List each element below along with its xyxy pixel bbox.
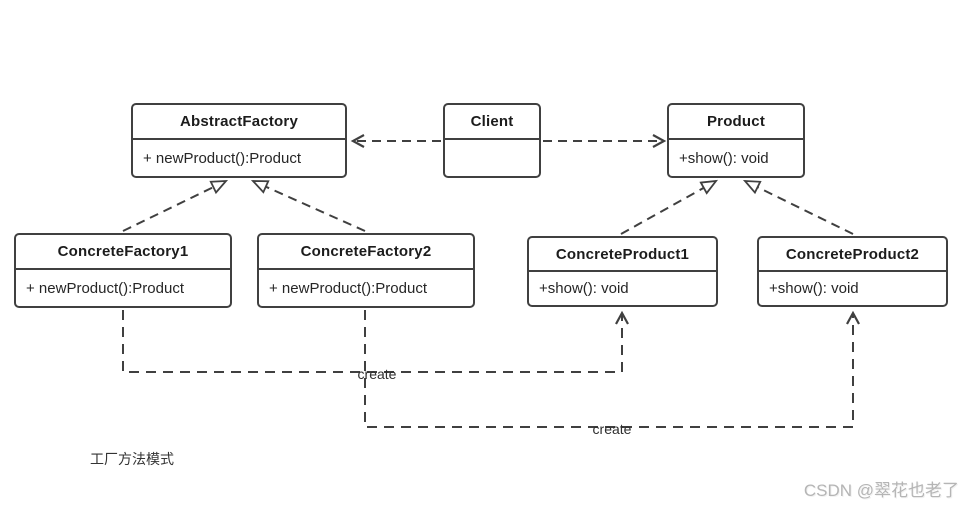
class-method: + newProduct():Product: [269, 279, 427, 297]
edge-label-create-1: create: [357, 366, 397, 382]
realization-arrow-concreteproduct1-to-product: [620, 179, 718, 235]
class-method: +show(): void: [539, 280, 629, 297]
class-box-concreteproduct2: ConcreteProduct2 +show(): void: [757, 236, 948, 307]
dependency-arrow-create-concretefactory2-to-concreteproduct2: [364, 310, 860, 428]
class-title: Product: [669, 105, 803, 140]
class-box-concretefactory1: ConcreteFactory1 + newProduct():Product: [14, 233, 232, 308]
class-title: ConcreteFactory1: [16, 235, 230, 270]
realization-arrow-concretefactory2-to-abstractfactory: [250, 180, 366, 232]
class-method: + newProduct():Product: [26, 279, 184, 297]
class-title: ConcreteFactory2: [259, 235, 473, 270]
class-title: ConcreteProduct2: [759, 238, 946, 272]
class-title: Client: [445, 105, 539, 140]
class-method: + newProduct():Product: [143, 149, 301, 167]
class-box-client: Client: [443, 103, 541, 178]
class-empty-compartment: [445, 140, 539, 176]
csdn-watermark: CSDN @翠花也老了: [803, 481, 959, 500]
class-box-concretefactory2: ConcreteFactory2 + newProduct():Product: [257, 233, 475, 308]
class-method: +show(): void: [679, 149, 769, 167]
dependency-arrow-create-concretefactory1-to-concreteproduct1: [122, 310, 629, 373]
realization-arrow-concretefactory1-to-abstractfactory: [122, 180, 229, 232]
class-title: AbstractFactory: [133, 105, 345, 140]
class-box-product: Product +show(): void: [667, 103, 805, 178]
class-method: +show(): void: [769, 280, 859, 297]
class-title: ConcreteProduct1: [529, 238, 716, 272]
edge-label-create-2: create: [592, 421, 632, 437]
class-box-concreteproduct1: ConcreteProduct1 +show(): void: [527, 236, 718, 307]
diagram-caption: 工厂方法模式: [90, 451, 174, 467]
class-box-abstractfactory: AbstractFactory + newProduct():Product: [131, 103, 347, 178]
realization-arrow-concreteproduct2-to-product: [742, 179, 854, 235]
